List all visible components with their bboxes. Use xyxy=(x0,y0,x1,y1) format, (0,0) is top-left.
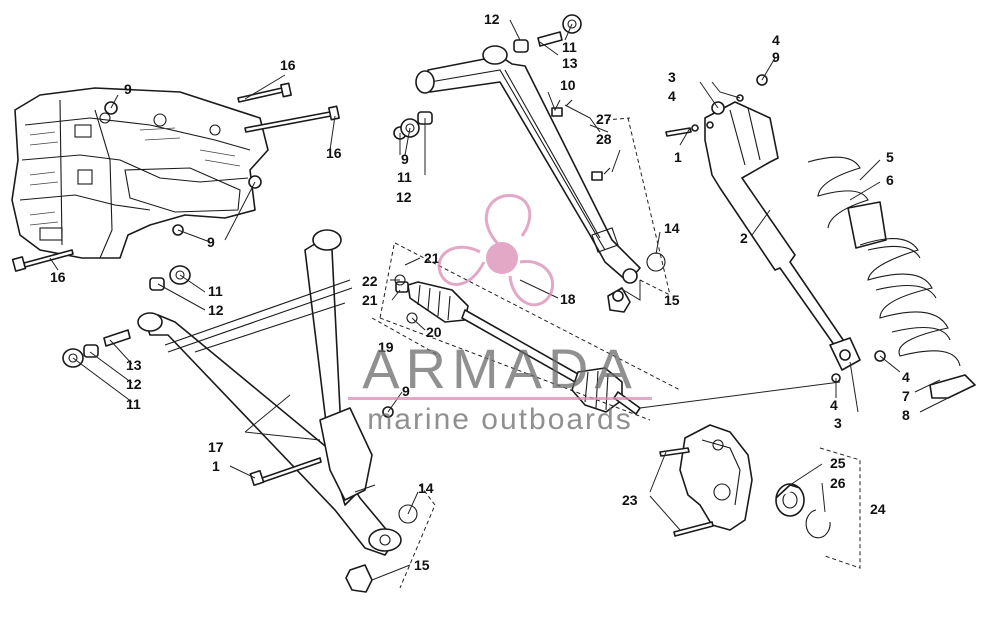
propeller-logo xyxy=(437,194,555,307)
upper-bushings xyxy=(400,14,582,138)
callout-11: 11 xyxy=(126,396,141,412)
callout-12: 12 xyxy=(208,302,224,318)
callout-labels: 16 16 16 9 9 9 9 12 11 13 10 27 28 11 12… xyxy=(50,11,910,573)
callout-1: 1 xyxy=(674,149,682,165)
watermark-rule xyxy=(348,397,652,400)
callout-9: 9 xyxy=(772,49,780,65)
callout-27: 27 xyxy=(596,111,612,127)
callout-4: 4 xyxy=(668,88,676,104)
callout-15: 15 xyxy=(414,557,430,573)
callout-28: 28 xyxy=(596,131,612,147)
callout-12: 12 xyxy=(484,11,500,27)
callout-10: 10 xyxy=(560,77,576,93)
callout-7: 7 xyxy=(902,388,910,404)
callout-13: 13 xyxy=(126,357,142,373)
bracket-27-28 xyxy=(551,99,611,181)
armada-watermark: ARMADA marine outboards xyxy=(348,194,652,436)
watermark-brand: ARMADA xyxy=(362,337,638,400)
shock-absorber xyxy=(704,101,861,371)
lower-ball-joint xyxy=(345,504,418,593)
callout-11: 11 xyxy=(562,39,577,55)
callout-3: 3 xyxy=(668,69,676,85)
watermark-tagline: marine outboards xyxy=(367,403,632,436)
callout-9: 9 xyxy=(401,151,409,167)
upper-ball-joint xyxy=(607,252,666,313)
callout-25: 25 xyxy=(830,455,846,471)
bolt-16-middle xyxy=(244,105,340,133)
callout-20: 20 xyxy=(426,324,442,340)
callout-9: 9 xyxy=(207,234,215,250)
callout-22: 22 xyxy=(362,273,378,289)
callout-3: 3 xyxy=(834,415,842,431)
coil-spring xyxy=(807,156,976,399)
bolt-1-lower xyxy=(249,457,322,487)
callout-14: 14 xyxy=(664,220,680,236)
callout-6: 6 xyxy=(886,172,894,188)
callout-12: 12 xyxy=(126,376,142,392)
frame-section xyxy=(11,87,269,259)
propeller-blade xyxy=(508,260,555,307)
callout-14: 14 xyxy=(418,480,434,496)
callout-26: 26 xyxy=(830,475,846,491)
callout-21: 21 xyxy=(424,250,440,266)
propeller-hub xyxy=(486,242,518,274)
callout-23: 23 xyxy=(622,492,638,508)
callout-11: 11 xyxy=(208,283,223,299)
propeller-blade xyxy=(437,245,486,286)
callout-19: 19 xyxy=(378,339,394,355)
callout-12: 12 xyxy=(396,189,412,205)
callout-16: 16 xyxy=(50,269,66,285)
callout-13: 13 xyxy=(562,55,578,71)
callout-9: 9 xyxy=(124,81,132,97)
leader-lines xyxy=(49,19,949,581)
cv-axle xyxy=(395,281,641,415)
wheel-bearing xyxy=(775,483,831,539)
callout-21: 21 xyxy=(362,292,378,308)
steering-knuckle xyxy=(659,424,753,537)
callout-11: 11 xyxy=(397,169,412,185)
callout-24: 24 xyxy=(870,501,886,517)
group-brackets xyxy=(371,117,861,589)
callout-1: 1 xyxy=(212,458,220,474)
callout-16: 16 xyxy=(326,145,342,161)
callout-16: 16 xyxy=(280,57,296,73)
callout-8: 8 xyxy=(902,407,910,423)
callout-4: 4 xyxy=(902,369,910,385)
lower-bushings xyxy=(62,265,191,368)
callout-4: 4 xyxy=(772,32,780,48)
propeller-blade xyxy=(484,194,532,246)
bolt-16-left xyxy=(11,249,74,272)
callout-15: 15 xyxy=(664,292,680,308)
upper-a-arm xyxy=(415,45,641,284)
callout-9: 9 xyxy=(402,383,410,399)
callout-2: 2 xyxy=(740,230,748,246)
bolt-16-top xyxy=(237,82,292,103)
callout-4: 4 xyxy=(830,397,838,413)
callout-17: 17 xyxy=(208,439,224,455)
callout-5: 5 xyxy=(886,149,894,165)
callout-18: 18 xyxy=(560,291,576,307)
